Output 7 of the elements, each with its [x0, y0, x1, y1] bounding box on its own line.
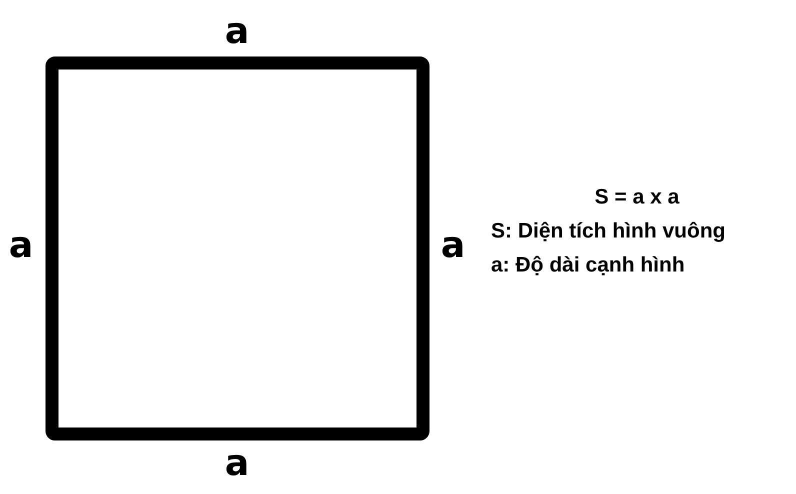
- side-label: a: [224, 14, 250, 50]
- formula-text: S: Diện tích hình vuông: [491, 220, 726, 242]
- formula-text: S = a x a: [594, 186, 680, 208]
- side-label: a: [224, 446, 250, 482]
- side-label: a: [8, 228, 34, 264]
- side-label: a: [440, 228, 466, 264]
- formula-text: a: Độ dài cạnh hình: [491, 254, 685, 276]
